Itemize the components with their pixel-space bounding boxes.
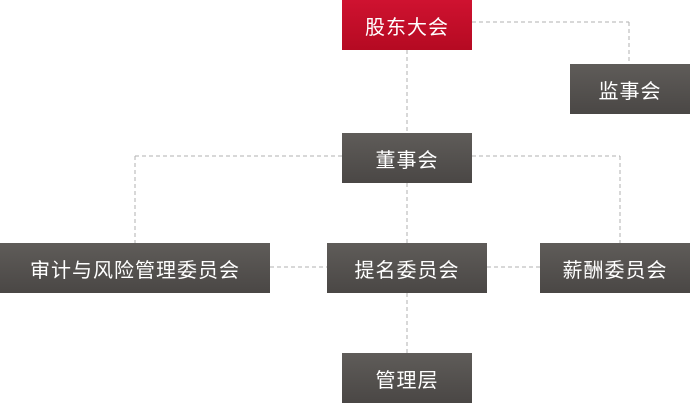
node-shareholders-meeting: 股东大会 [342, 0, 472, 50]
node-nomination-committee: 提名委员会 [327, 243, 487, 293]
node-board-of-directors: 董事会 [342, 133, 472, 183]
node-management: 管理层 [342, 353, 472, 403]
node-audit-risk-committee: 审计与风险管理委员会 [0, 243, 270, 293]
node-compensation-committee: 薪酬委员会 [540, 243, 690, 293]
node-supervisory-board: 监事会 [570, 64, 690, 114]
